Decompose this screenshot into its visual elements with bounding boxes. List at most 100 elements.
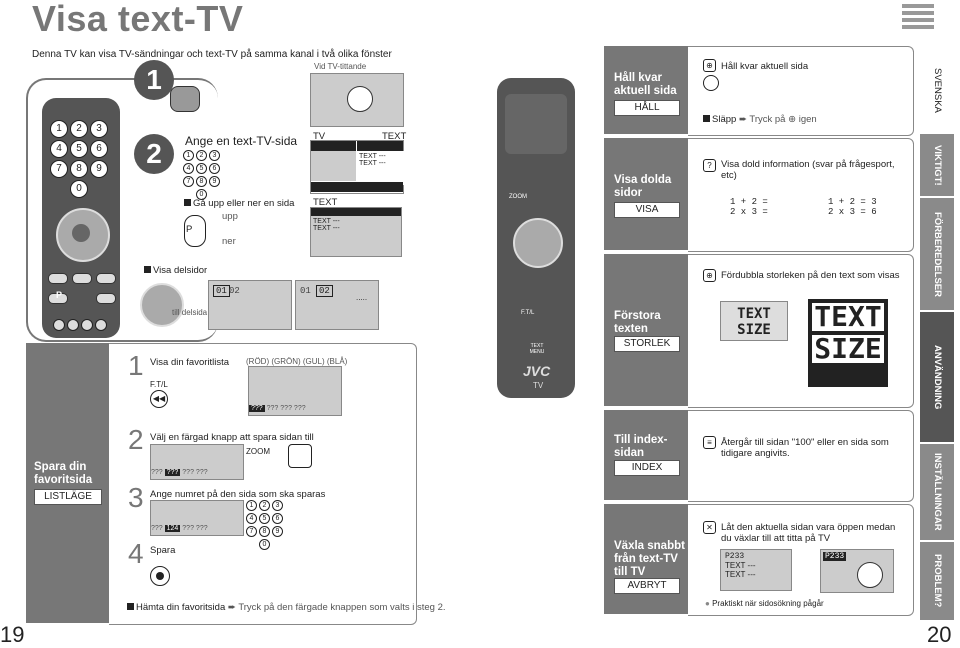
keypad-button-2[interactable]: 2: [70, 120, 88, 138]
quiz-hidden: 1 + 2 =2 x 3 =: [730, 197, 768, 217]
remote2-tv-label: TV: [533, 381, 544, 390]
fav-step-4: 4: [128, 538, 144, 569]
tv-screen: [310, 73, 404, 127]
remote-p-label: P: [56, 290, 63, 300]
keypad-button-4[interactable]: 4: [246, 513, 257, 524]
split-text-label: TEXT: [382, 131, 407, 142]
tab-viktigt[interactable]: VIKTIGT!: [920, 134, 954, 196]
row-index-box[interactable]: INDEX: [614, 460, 680, 476]
row-size-box[interactable]: STORLEK: [614, 336, 680, 352]
up-label: upp: [222, 211, 238, 222]
keypad-button-0[interactable]: 0: [196, 189, 207, 200]
remote-button[interactable]: [48, 273, 68, 284]
keypad-button-0[interactable]: 0: [70, 180, 88, 198]
to-subpage-label: till delsida: [172, 308, 208, 317]
keypad-button-7[interactable]: 7: [183, 176, 194, 187]
row-reveal: Visa dolda sidor VISA: [604, 138, 688, 250]
subpage-screen-b: 01 02 .....: [295, 280, 379, 330]
keypad-button-7[interactable]: 7: [50, 160, 68, 178]
keypad-button-5[interactable]: 5: [70, 140, 88, 158]
keypad-button-9[interactable]: 9: [272, 526, 283, 537]
color-select-screen: ??? ??? ??? ???: [150, 444, 244, 480]
keypad-button-1[interactable]: 1: [246, 500, 257, 511]
tab-problem[interactable]: PROBLEM?: [920, 542, 954, 620]
hold-text: Håll kvar aktuell sida: [721, 61, 809, 72]
split-text-line: TEXT ---: [359, 153, 386, 160]
down-label: ner: [222, 236, 236, 247]
page-number-right: 20: [927, 622, 952, 647]
reveal-icon: ?: [703, 159, 716, 172]
keypad-button-6[interactable]: 6: [209, 163, 220, 174]
keypad-button-3[interactable]: 3: [272, 500, 283, 511]
favorites-tab: Spara din favoritsida LISTLÄGE: [26, 343, 109, 623]
keypad-button-5[interactable]: 5: [259, 513, 270, 524]
tab-forberedelser[interactable]: FÖRBEREDELSER: [920, 198, 954, 310]
keypad-button-1[interactable]: 1: [183, 150, 194, 161]
remote-button[interactable]: [96, 273, 116, 284]
subpage-b1: 01: [300, 286, 311, 296]
remote-button[interactable]: [96, 293, 116, 304]
keypad-button-1[interactable]: 1: [50, 120, 68, 138]
row-hold-box[interactable]: HÅLL: [614, 100, 680, 116]
tab-anvandning[interactable]: ANVÄNDNING: [920, 312, 954, 442]
remote-button[interactable]: [72, 273, 92, 284]
keypad-button-2[interactable]: 2: [196, 150, 207, 161]
entered-page-number: 124: [164, 525, 181, 532]
keypad-button-8[interactable]: 8: [259, 526, 270, 537]
channel-rocker-icon: [184, 215, 206, 247]
row-size-title: Förstora texten: [614, 310, 661, 335]
keypad-button-9[interactable]: 9: [209, 176, 220, 187]
row-reveal-box[interactable]: VISA: [614, 202, 680, 218]
keypad-button-9[interactable]: 9: [90, 160, 108, 178]
size-icon: ⊕: [703, 269, 716, 282]
split-screen: TEXT --- TEXT ---: [310, 140, 407, 194]
keypad-button-8[interactable]: 8: [70, 160, 88, 178]
subpage-screen-a: 01 02: [208, 280, 292, 330]
cancel-tv-screen: P233: [820, 549, 894, 593]
remote-button[interactable]: [48, 293, 68, 304]
keypad-button-4[interactable]: 4: [183, 163, 194, 174]
index-icon: ≡: [703, 436, 716, 449]
row-size: Förstora texten STORLEK: [604, 254, 688, 406]
full-text-label: TEXT: [313, 197, 338, 208]
fav-step-3-text: Ange numret på den sida som ska sparas: [150, 489, 326, 500]
keypad-button-2[interactable]: 2: [259, 500, 270, 511]
save-button-icon: [150, 566, 170, 586]
keypad-button-7[interactable]: 7: [246, 526, 257, 537]
step-1-badge: 1: [134, 60, 174, 100]
press-hand-icon: [170, 86, 200, 112]
release-line: Släpp ➨ Tryck på ⊕ igen: [703, 114, 817, 125]
row-hold: Håll kvar aktuell sida HÅLL: [604, 46, 688, 134]
tab-svenska[interactable]: SVENSKA: [920, 46, 954, 134]
dpad-center[interactable]: [72, 224, 90, 242]
hold-card: ⊕ Håll kvar aktuell sida Släpp ➨ Tryck p…: [688, 46, 914, 136]
keypad-button-5[interactable]: 5: [196, 163, 207, 174]
row-index: Till index-sidan INDEX: [604, 410, 688, 500]
keypad-button-6[interactable]: 6: [90, 140, 108, 158]
cancel-card: ✕ Låt den aktuella sidan vara öppen meda…: [688, 504, 914, 616]
split-tv-label: TV: [313, 131, 326, 142]
zoom-label: ZOOM: [246, 447, 270, 456]
row-cancel-box[interactable]: AVBRYT: [614, 578, 680, 594]
keypad-button-8[interactable]: 8: [196, 176, 207, 187]
remote2-zoom-label: ZOOM: [509, 194, 527, 200]
tab-installningar[interactable]: INSTÄLLNINGAR: [920, 444, 954, 540]
keypad-button-0[interactable]: 0: [259, 539, 270, 550]
subpage-a2: 02: [229, 286, 240, 296]
size-text: Fördubbla storleken på den text som visa…: [721, 270, 900, 281]
keypad-button-6[interactable]: 6: [272, 513, 283, 524]
remote2-dpad[interactable]: [513, 218, 563, 268]
keypad-button-4[interactable]: 4: [50, 140, 68, 158]
keypad-button-3[interactable]: 3: [90, 120, 108, 138]
remote2-ftl-label: F.T/L: [521, 310, 535, 316]
tv-image-circle: [347, 86, 373, 112]
fav-step-4-text: Spara: [150, 545, 176, 556]
jvc-logo: JVC: [523, 363, 551, 379]
full-text-screen: TEXT --- TEXT ---: [310, 207, 402, 257]
remote-control-2: ZOOM F.T/L TEXT MENU JVC TV: [497, 78, 575, 398]
step-2-heading: Ange en text-TV-sida: [185, 134, 298, 148]
keypad-button-3[interactable]: 3: [209, 150, 220, 161]
